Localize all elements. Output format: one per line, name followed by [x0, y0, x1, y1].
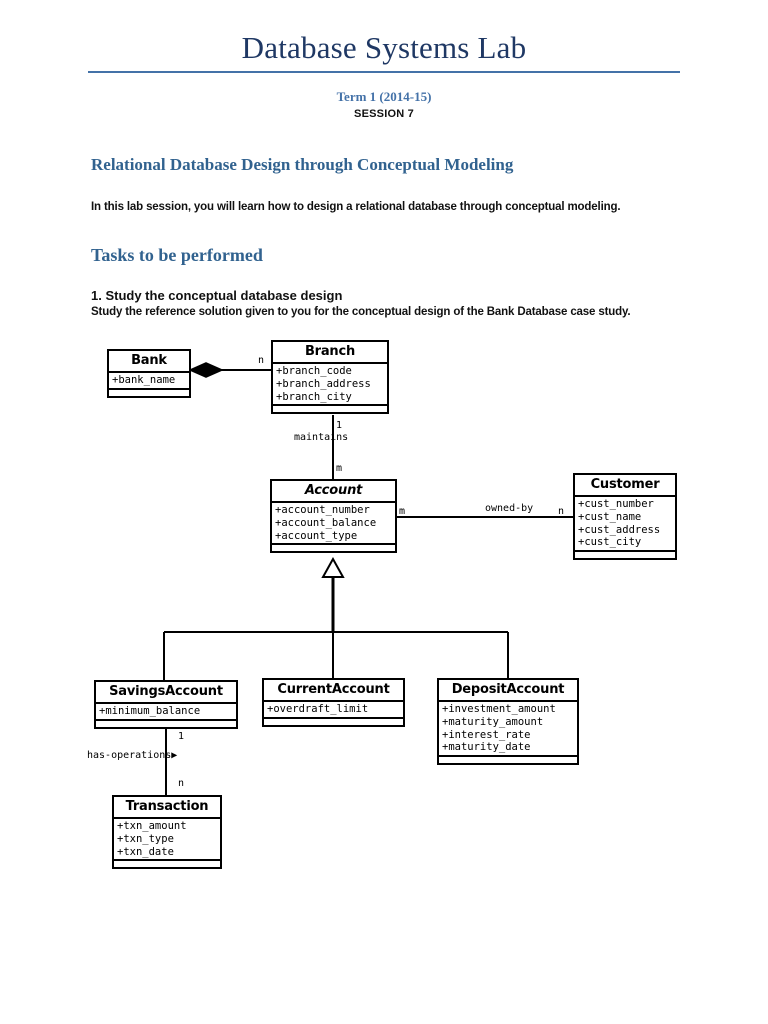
uml-class-diagram: Bank +bank_name Branch +branch_code +bra… — [0, 330, 768, 890]
uml-class-operations — [96, 721, 236, 727]
multiplicity-account-ownedby-m: m — [399, 506, 406, 517]
uml-class-branch: Branch +branch_code +branch_address +bra… — [271, 340, 389, 415]
section-heading: Relational Database Design through Conce… — [91, 155, 514, 174]
uml-attribute: +maturity_date — [442, 741, 531, 754]
uml-class-attributes: +txn_amount +txn_type +txn_date — [114, 819, 220, 862]
uml-attribute: +interest_rate — [442, 728, 531, 741]
uml-class-account: Account +account_number +account_balance… — [270, 479, 397, 554]
uml-class-attributes: +branch_code +branch_address +branch_cit… — [273, 364, 387, 407]
uml-attribute: +minimum_balance — [99, 705, 201, 717]
uml-attribute: +txn_type — [117, 832, 174, 845]
uml-class-operations — [109, 390, 189, 396]
uml-class-currentaccount: CurrentAccount +overdraft_limit — [262, 678, 405, 727]
uml-class-attributes: +bank_name — [109, 373, 189, 390]
task-1-description: Study the reference solution given to yo… — [91, 306, 631, 318]
multiplicity-savings-hasoperations-1: 1 — [178, 731, 185, 742]
uml-class-operations — [114, 861, 220, 867]
uml-class-name: Account — [272, 481, 395, 503]
edge-label-has-operations: has-operations▶ — [87, 750, 178, 761]
task-1-title: 1. Study the conceptual database design — [91, 288, 343, 303]
uml-class-name: Bank — [109, 351, 189, 373]
uml-class-name: Transaction — [114, 797, 220, 819]
uml-class-operations — [272, 545, 395, 551]
page-title: Database Systems Lab — [241, 30, 527, 65]
edge-label-maintains: maintains — [294, 432, 349, 443]
uml-class-name: DepositAccount — [439, 680, 577, 702]
uml-attribute: +bank_name — [112, 374, 176, 386]
uml-attribute: +account_type — [275, 529, 358, 542]
uml-class-operations — [264, 719, 403, 725]
tasks-heading: Tasks to be performed — [91, 245, 263, 265]
uml-class-attributes: +overdraft_limit — [264, 702, 403, 719]
uml-attribute: +branch_code — [276, 365, 352, 377]
multiplicity-bank-branch-n: n — [258, 355, 265, 366]
session-label: SESSION 7 — [354, 108, 414, 120]
uml-class-attributes: +investment_amount +maturity_amount +int… — [439, 702, 577, 758]
uml-class-name: CurrentAccount — [264, 680, 403, 702]
uml-attribute: +overdraft_limit — [267, 703, 369, 715]
uml-class-depositaccount: DepositAccount +investment_amount +matur… — [437, 678, 579, 766]
uml-class-bank: Bank +bank_name — [107, 349, 191, 398]
uml-attribute: +cust_address — [578, 523, 661, 536]
uml-class-name: Customer — [575, 475, 675, 497]
uml-class-operations — [575, 552, 675, 558]
uml-attribute: +investment_amount — [442, 703, 556, 715]
uml-attribute: +maturity_amount — [442, 715, 544, 728]
uml-class-name: SavingsAccount — [96, 682, 236, 704]
uml-attribute: +cust_name — [578, 510, 642, 523]
uml-class-customer: Customer +cust_number +cust_name +cust_a… — [573, 473, 677, 561]
uml-class-attributes: +account_number +account_balance +accoun… — [272, 503, 395, 546]
uml-attribute: +branch_city — [276, 390, 352, 403]
multiplicity-transaction-hasoperations-n: n — [178, 778, 185, 789]
multiplicity-branch-maintains-1: 1 — [336, 420, 343, 431]
composition-diamond-icon — [188, 362, 224, 378]
uml-attribute: +cust_city — [578, 536, 642, 549]
title-divider — [88, 71, 680, 73]
multiplicity-customer-ownedby-n: n — [558, 506, 565, 517]
uml-class-attributes: +minimum_balance — [96, 704, 236, 721]
uml-attribute: +account_balance — [275, 516, 377, 529]
uml-attribute: +branch_address — [276, 377, 371, 390]
multiplicity-account-maintains-m: m — [336, 463, 343, 474]
uml-attribute: +account_number — [275, 504, 370, 516]
uml-class-operations — [273, 406, 387, 412]
uml-connectors — [163, 362, 573, 795]
term-label: Term 1 (2014-15) — [336, 89, 432, 104]
uml-class-savingsaccount: SavingsAccount +minimum_balance — [94, 680, 238, 729]
edge-label-owned-by: owned-by — [485, 503, 534, 514]
uml-attribute: +cust_number — [578, 498, 654, 510]
uml-attribute: +txn_amount — [117, 820, 187, 832]
generalization-arrowhead-icon — [321, 556, 345, 578]
uml-class-attributes: +cust_number +cust_name +cust_address +c… — [575, 497, 675, 553]
intro-paragraph: In this lab session, you will learn how … — [91, 201, 621, 213]
uml-class-name: Branch — [273, 342, 387, 364]
uml-attribute: +txn_date — [117, 845, 174, 858]
uml-class-transaction: Transaction +txn_amount +txn_type +txn_d… — [112, 795, 222, 870]
uml-class-operations — [439, 757, 577, 763]
